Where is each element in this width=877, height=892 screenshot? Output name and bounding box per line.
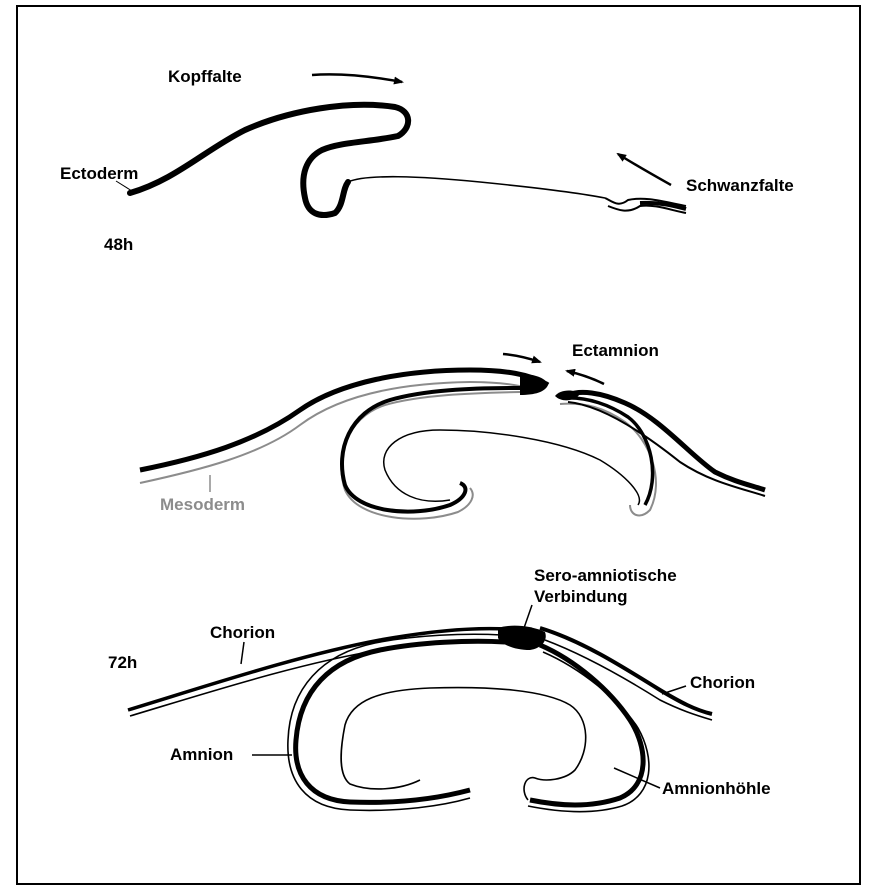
label-chorion-right: Chorion [690,673,755,692]
inner-endoderm-c [384,430,640,505]
amnion-left-wall-outer [288,634,502,810]
head-fold-shape [130,105,408,215]
ectamnion-arrow-right [503,354,540,362]
ectamnion-arrow-left [567,371,604,384]
chorion-right-outer [540,628,712,714]
stage-middle: Ectamnion Mesoderm [140,341,765,519]
schwanzfalte-arrow [618,154,671,185]
sero-amniotic-junction [498,626,546,650]
label-ectamnion: Ectamnion [572,341,659,360]
label-ectoderm: Ectoderm [60,164,138,183]
label-kopffalte: Kopffalte [168,67,242,86]
sero-pointer [524,605,532,628]
label-amnion: Amnion [170,745,233,764]
chorion-right-pointer [662,686,686,694]
stage-72h: Sero-amniotische Verbindung Chorion 72h … [108,566,771,812]
stage-48h: Kopffalte Ectoderm Schwanzfalte 48h [60,67,794,254]
kopffalte-arrow [312,74,402,82]
amnion-left-wall [296,641,505,802]
label-chorion-left: Chorion [210,623,275,642]
chorion-right-inner [545,640,712,720]
label-time-72h: 72h [108,653,137,672]
inner-c-black [342,388,520,512]
mesoderm-line-left [140,382,535,483]
chorion-left-pointer [241,642,244,664]
label-amnionhoehle: Amnionhöhle [662,779,771,798]
label-sero-line2: Verbindung [534,587,628,606]
label-time-48h: 48h [104,235,133,254]
amnion-fold-tip-left [520,374,548,395]
right-fold-outer [568,392,765,490]
right-fold-grey [560,404,656,516]
endoderm-line [348,177,605,198]
embryo-inner-outline [341,688,586,800]
label-schwanzfalte: Schwanzfalte [686,176,794,195]
label-sero-line1: Sero-amniotische [534,566,677,585]
label-mesoderm: Mesoderm [160,495,245,514]
